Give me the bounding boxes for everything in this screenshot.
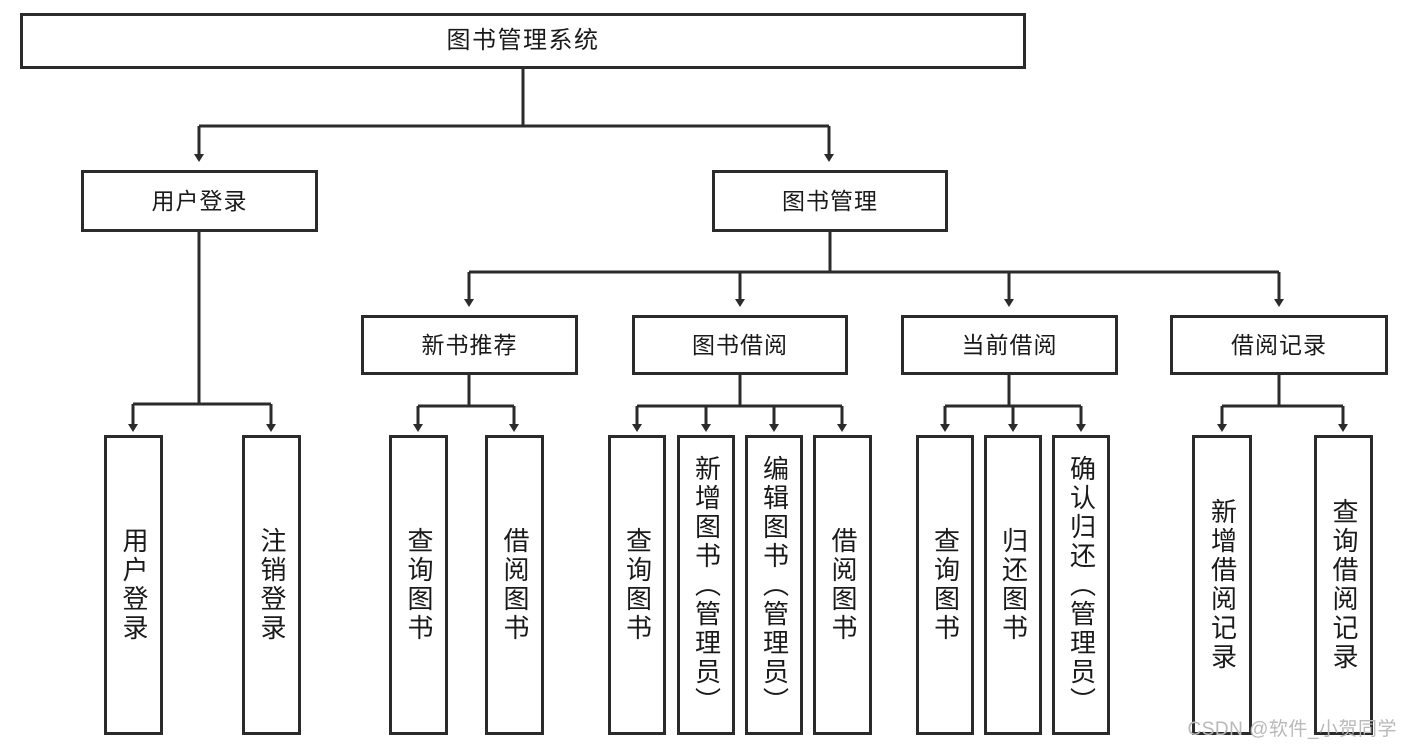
leaf-cur-return[interactable]: 归还图书	[984, 435, 1042, 735]
leaf-borrow-add-label: 新增图书（管理员）	[691, 454, 722, 716]
node-borrow-record-label: 借阅记录	[1231, 331, 1327, 358]
leaf-borrow-edit-label: 编辑图书（管理员）	[759, 454, 790, 716]
node-book-borrow[interactable]: 图书借阅	[632, 315, 848, 375]
leaf-rec-query2[interactable]: 查询借阅记录	[1314, 435, 1373, 735]
node-book-manage[interactable]: 图书管理	[712, 170, 948, 232]
node-book-manage-label: 图书管理	[782, 187, 878, 214]
node-user-login[interactable]: 用户登录	[81, 170, 318, 232]
leaf-cur-return-label: 归还图书	[998, 527, 1029, 643]
csdn-watermark: CSDN @软件_小贺同学	[1187, 719, 1397, 740]
leaf-borrow-lend-label: 借阅图书	[828, 527, 859, 643]
leaf-rec-borrow-label: 借阅图书	[500, 527, 531, 643]
leaf-borrow-edit[interactable]: 编辑图书（管理员）	[745, 435, 803, 735]
node-new-book-rec[interactable]: 新书推荐	[361, 315, 578, 375]
leaf-rec-query[interactable]: 查询图书	[389, 435, 448, 735]
leaf-user-logout[interactable]: 注销登录	[242, 435, 301, 735]
node-new-book-rec-label: 新书推荐	[421, 331, 518, 358]
leaf-user-logout-label: 注销登录	[257, 527, 288, 643]
node-current-borrow-label: 当前借阅	[961, 331, 1058, 358]
leaf-rec-query-label: 查询图书	[404, 527, 435, 643]
leaf-user-login-label: 用户登录	[119, 527, 150, 643]
node-book-borrow-label: 图书借阅	[692, 331, 788, 358]
node-user-login-label: 用户登录	[151, 187, 248, 214]
leaf-rec-query2-label: 查询借阅记录	[1329, 498, 1360, 672]
leaf-rec-add[interactable]: 新增借阅记录	[1192, 435, 1252, 735]
leaf-user-login[interactable]: 用户登录	[104, 435, 163, 735]
leaf-borrow-add[interactable]: 新增图书（管理员）	[677, 435, 735, 735]
leaf-cur-query-label: 查询图书	[930, 527, 961, 643]
leaf-borrow-lend[interactable]: 借阅图书	[813, 435, 872, 735]
leaf-cur-confirm[interactable]: 确认归还（管理员）	[1052, 435, 1110, 735]
node-root[interactable]: 图书管理系统	[20, 13, 1026, 69]
node-root-label: 图书管理系统	[446, 27, 600, 55]
leaf-rec-borrow[interactable]: 借阅图书	[485, 435, 544, 735]
node-current-borrow[interactable]: 当前借阅	[901, 315, 1118, 375]
leaf-borrow-query-label: 查询图书	[622, 527, 653, 643]
leaf-cur-confirm-label: 确认归还（管理员）	[1066, 454, 1097, 716]
leaf-rec-add-label: 新增借阅记录	[1207, 498, 1238, 672]
leaf-cur-query[interactable]: 查询图书	[916, 435, 974, 735]
node-borrow-record[interactable]: 借阅记录	[1170, 315, 1388, 375]
leaf-borrow-query[interactable]: 查询图书	[608, 435, 666, 735]
